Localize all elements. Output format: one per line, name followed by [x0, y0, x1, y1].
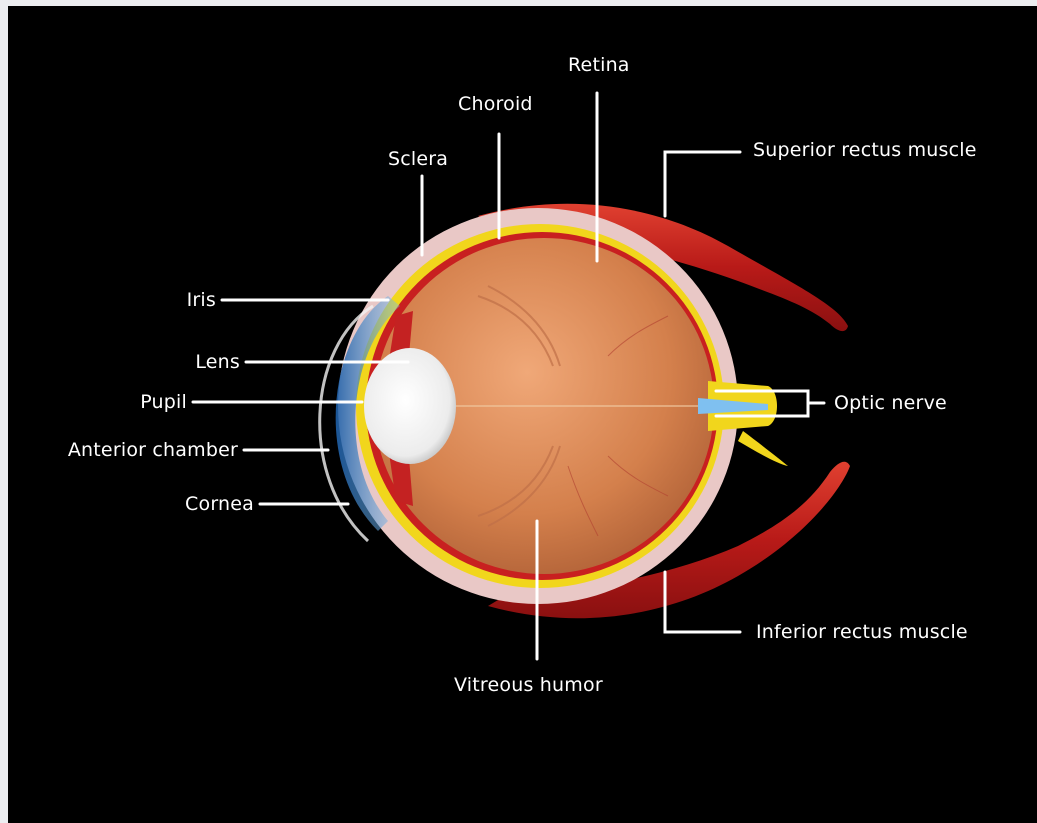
diagram-canvas: Retina Choroid Sclera Superior rectus mu…: [8, 6, 1037, 823]
label-lens: Lens: [168, 351, 240, 373]
leader-superior-rectus: [665, 152, 740, 216]
label-choroid: Choroid: [458, 93, 533, 115]
leader-optic-nerve: [716, 391, 824, 416]
label-vitreous-humor: Vitreous humor: [454, 674, 603, 696]
label-iris: Iris: [168, 289, 216, 311]
label-pupil: Pupil: [108, 391, 187, 413]
label-superior-rectus-muscle: Superior rectus muscle: [753, 139, 977, 161]
label-retina: Retina: [568, 54, 630, 76]
leader-lines: [8, 6, 1037, 823]
label-inferior-rectus-muscle: Inferior rectus muscle: [756, 621, 968, 643]
label-optic-nerve: Optic nerve: [834, 392, 947, 414]
label-cornea: Cornea: [148, 493, 254, 515]
leader-inferior-rectus: [665, 572, 740, 632]
label-anterior-chamber: Anterior chamber: [28, 439, 238, 461]
label-sclera: Sclera: [388, 148, 448, 170]
